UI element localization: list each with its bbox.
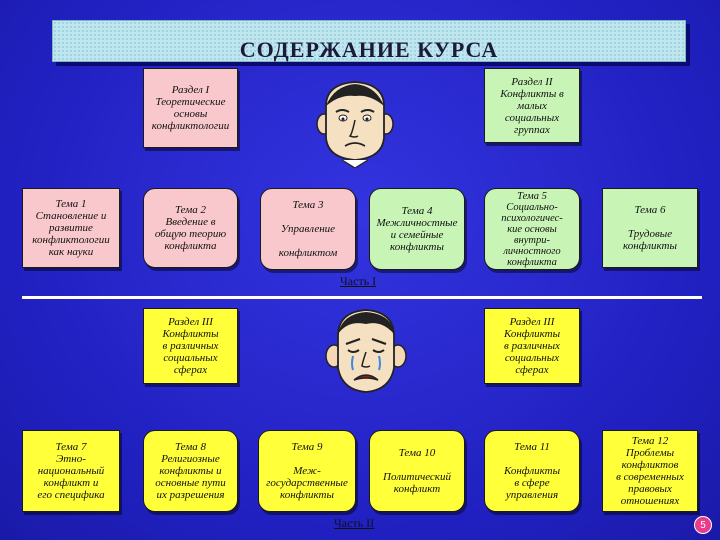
part-1-label: Часть I: [340, 274, 377, 288]
topic-6-box: Тема 6 Трудовые конфликты: [602, 188, 698, 268]
topic-3-box: Тема 3 Управление конфликтом: [260, 188, 356, 270]
sad-face-illustration: [316, 81, 394, 168]
section-divider: [22, 296, 702, 299]
part-2-label: Часть II: [334, 516, 375, 530]
page-title: СОДЕРЖАНИЕ КУРСА: [239, 37, 499, 62]
page-number-badge: 5: [694, 516, 712, 534]
topic-1-box: Тема 1 Становление и развитие конфликтол…: [22, 188, 120, 268]
topic-5-box: Тема 5 Социально- психологичес- кие осно…: [484, 188, 580, 270]
section-1-box: Раздел I Теоретические основы конфликтол…: [143, 68, 238, 148]
topic-9-box: Тема 9 Меж- государственные конфликты: [258, 430, 356, 512]
section-3-left-box: Раздел III Конфликты в различных социаль…: [143, 308, 238, 384]
topic-4-box: Тема 4 Межличностные и семейные конфликт…: [369, 188, 465, 270]
topic-11-box: Тема 11 Конфликты в сфере управления: [484, 430, 580, 512]
section-2-box: Раздел II Конфликты в малых социальных г…: [484, 68, 580, 143]
topic-8-box: Тема 8 Религиозные конфликты и основные …: [143, 430, 238, 512]
topic-7-box: Тема 7 Этно- национальный конфликт и его…: [22, 430, 120, 512]
section-3-right-box: Раздел III Конфликты в различных социаль…: [484, 308, 580, 384]
title-bar: СОДЕРЖАНИЕ КУРСА: [52, 20, 686, 62]
topic-12-box: Тема 12 Проблемы конфликтов в современны…: [602, 430, 698, 512]
topic-10-box: Тема 10 Политический конфликт: [369, 430, 465, 512]
crying-face-illustration: [325, 309, 407, 393]
topic-2-box: Тема 2 Введение в общую теорию конфликта: [143, 188, 238, 268]
